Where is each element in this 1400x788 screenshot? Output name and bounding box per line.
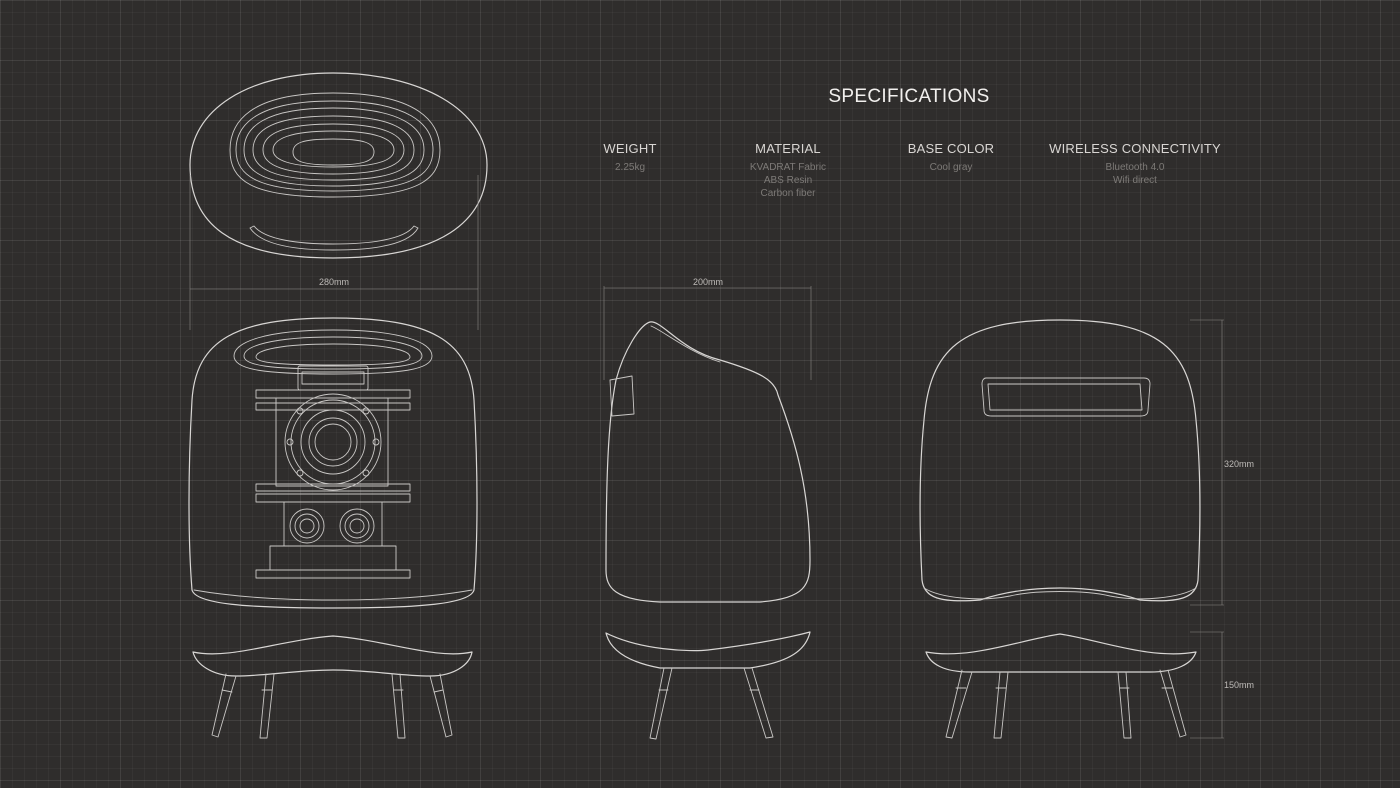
top-view — [189, 72, 488, 259]
page-title: SPECIFICATIONS — [828, 86, 990, 107]
spec-value: KVADRAT Fabric — [749, 162, 827, 173]
spec-label: MATERIAL — [755, 141, 821, 156]
spec-value: Bluetooth 4.0 — [1105, 162, 1165, 173]
back-view — [919, 319, 1201, 602]
dimension-body-height: 320mm — [1224, 459, 1255, 469]
spec-weight: WEIGHT 2.25kg — [520, 141, 740, 174]
spec-values: 2.25kg — [520, 161, 740, 174]
front-view — [188, 317, 478, 609]
side-view — [605, 321, 811, 603]
spec-value: Cool gray — [929, 162, 973, 173]
spec-value: Carbon fiber — [760, 188, 816, 199]
spec-values: Cool gray — [841, 161, 1061, 174]
dimension-stand-height: 150mm — [1224, 680, 1255, 690]
spec-wireless: WIRELESS CONNECTIVITY Bluetooth 4.0 Wifi… — [1025, 141, 1245, 187]
side-stand — [605, 631, 811, 740]
spec-material: MATERIAL KVADRAT Fabric ABS Resin Carbon… — [678, 141, 898, 200]
spec-label: WEIGHT — [603, 141, 657, 156]
front-stand — [192, 635, 473, 739]
spec-value: 2.25kg — [614, 162, 646, 173]
dimension-front-width: 280mm — [319, 277, 350, 287]
spec-values: Bluetooth 4.0 Wifi direct — [1025, 161, 1245, 187]
spec-value: Wifi direct — [1113, 175, 1157, 186]
spec-values: KVADRAT Fabric ABS Resin Carbon fiber — [678, 161, 898, 200]
back-stand — [925, 633, 1197, 739]
dimension-lines-side — [603, 286, 812, 380]
spec-label: WIRELESS CONNECTIVITY — [1049, 141, 1221, 156]
dimension-side-width: 200mm — [693, 277, 724, 287]
dimension-lines-back — [1190, 319, 1224, 739]
spec-label: BASE COLOR — [907, 141, 995, 156]
dimension-lines-front — [189, 175, 479, 330]
spec-base-color: BASE COLOR Cool gray — [841, 141, 1061, 174]
spec-value: ABS Resin — [763, 175, 813, 186]
